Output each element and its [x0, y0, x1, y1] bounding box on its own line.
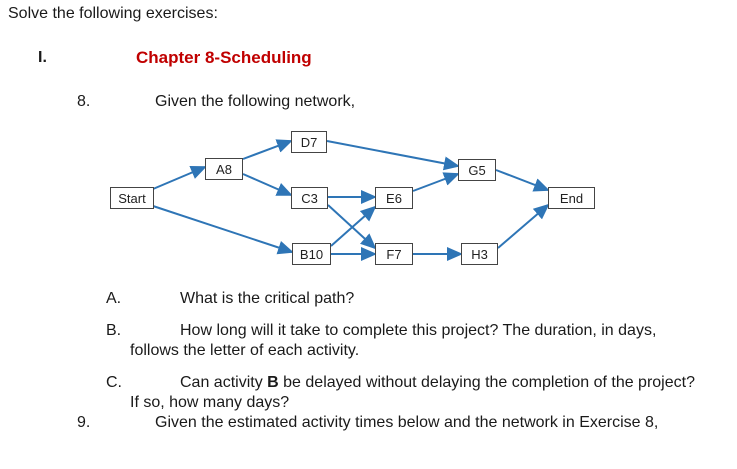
node-d7: D7	[291, 131, 327, 153]
node-b10: B10	[292, 243, 331, 265]
chapter-title: Chapter 8-Scheduling	[136, 48, 312, 67]
node-start: Start	[110, 187, 154, 209]
question-b-line2: follows the letter of each activity.	[130, 342, 360, 359]
question-c-line2: If so, how many days?	[130, 394, 290, 411]
node-h3: H3	[461, 243, 498, 265]
question-a-letter: A.	[106, 290, 122, 307]
edge-h3-end	[497, 203, 550, 249]
problem-9-number: 9.	[77, 414, 91, 431]
node-e6: E6	[375, 187, 413, 209]
edge-a8-d7	[242, 139, 293, 160]
problem-8-intro: Given the following network,	[155, 93, 356, 110]
question-c-letter: C.	[106, 374, 122, 391]
edge-a8-c3	[242, 173, 293, 196]
edge-start-a8	[152, 166, 207, 190]
problem-8-number: 8.	[77, 93, 91, 110]
problem-9-text: Given the estimated activity times below…	[155, 414, 659, 431]
section-numeral: I.	[38, 49, 47, 66]
node-c3: C3	[291, 187, 328, 209]
node-a8: A8	[205, 158, 243, 180]
node-f7: F7	[375, 243, 413, 265]
edge-e6-g5	[412, 172, 460, 192]
node-end: End	[548, 187, 595, 209]
question-a-text: What is the critical path?	[180, 290, 355, 307]
instruction-text: Solve the following exercises:	[8, 5, 218, 22]
edge-start-b10	[152, 205, 294, 255]
edge-d7-g5	[326, 140, 460, 171]
edge-b10-e6	[330, 205, 377, 247]
node-g5: G5	[458, 159, 496, 181]
question-b-line1: How long will it take to complete this p…	[180, 322, 657, 339]
edge-g5-end	[495, 169, 550, 192]
question-c-line1: Can activity B be delayed without delayi…	[180, 374, 695, 391]
question-b-letter: B.	[106, 322, 122, 339]
